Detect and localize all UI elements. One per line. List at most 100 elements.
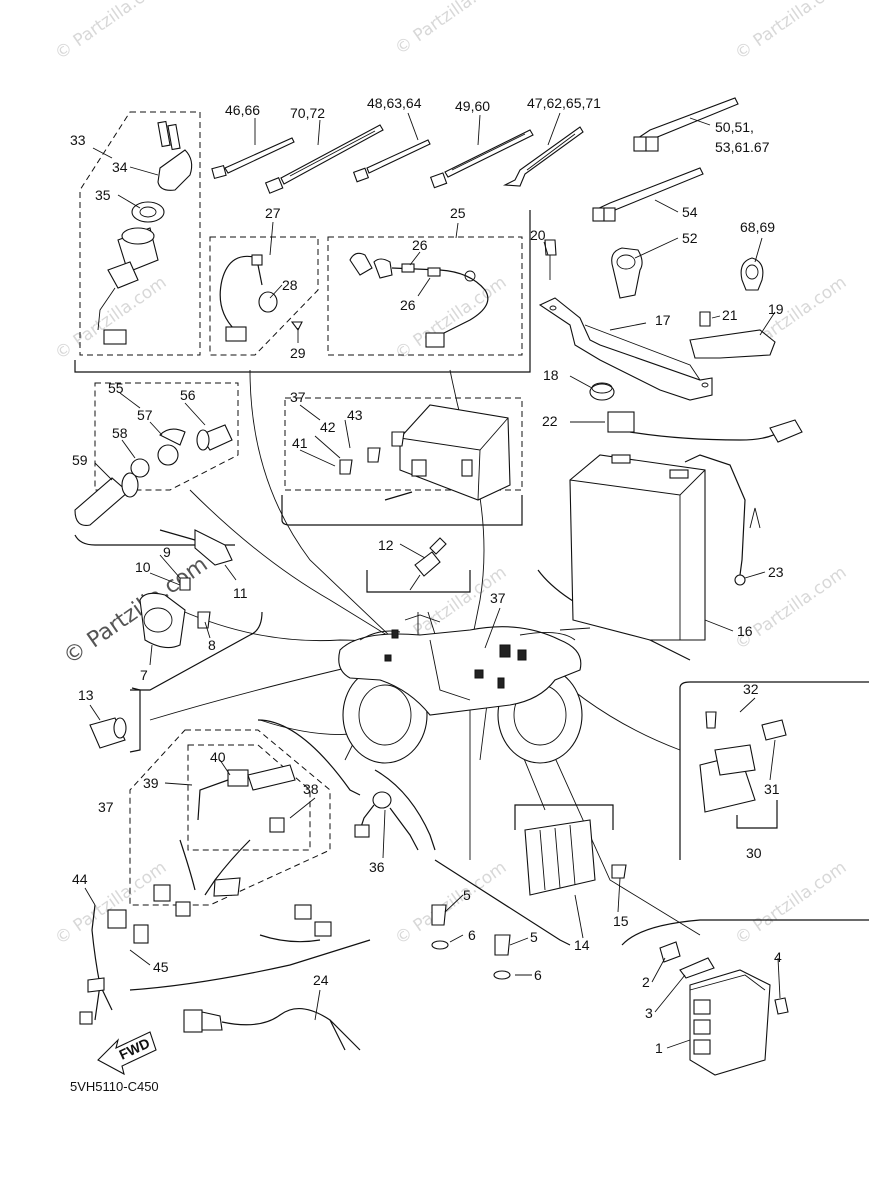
callout-41: 41 <box>292 435 308 451</box>
starter-relay <box>699 711 787 829</box>
callout-53-61-67: 53,61.67 <box>715 139 770 155</box>
watermark: © Partzilla.com <box>731 562 850 654</box>
callout-4: 4 <box>774 949 782 965</box>
callout-45: 45 <box>153 959 169 975</box>
wire-harness-25 <box>349 252 489 348</box>
clamp-52 <box>611 247 643 299</box>
watermark: © Partzilla.com <box>731 0 850 64</box>
handlebar-parts <box>74 424 233 526</box>
watermark: © Partzilla.com <box>391 272 510 364</box>
callout-11: 11 <box>233 585 248 601</box>
callout-31: 31 <box>764 781 780 797</box>
fuse-box <box>339 404 511 501</box>
callout-12: 12 <box>378 537 394 553</box>
clamp-68-69 <box>740 257 764 291</box>
callout-47-62-65-71: 47,62,65,71 <box>527 95 601 111</box>
callout-26: 26 <box>400 297 416 313</box>
callout-44: 44 <box>72 871 88 887</box>
callout-2: 2 <box>642 974 650 990</box>
callout-38: 38 <box>303 781 319 797</box>
callout-35: 35 <box>95 187 111 203</box>
callout-50-51: 50,51, <box>715 119 754 135</box>
callout-37: 37 <box>98 799 114 815</box>
diagram-code: 5VH5110-C450 <box>70 1079 159 1094</box>
battery-16 <box>569 411 803 641</box>
callout-1: 1 <box>655 1040 663 1056</box>
cable-36 <box>354 791 419 851</box>
callout-6: 6 <box>534 967 542 983</box>
callout-70-72: 70,72 <box>290 105 325 121</box>
callout-20: 20 <box>530 227 546 243</box>
callout-14: 14 <box>574 937 590 953</box>
callout-5: 5 <box>463 887 471 903</box>
watermark: © Partzilla.com <box>51 857 170 949</box>
sensor-13 <box>89 717 127 749</box>
callout-18: 18 <box>543 367 559 383</box>
group-boundaries <box>79 111 523 906</box>
wire-harness-24 <box>79 904 361 1051</box>
strap-54 <box>592 167 704 222</box>
callout-17: 17 <box>655 312 671 328</box>
tie-49-60 <box>429 129 534 189</box>
watermark: © Partzilla.com <box>391 857 510 949</box>
callout-48-63-64: 48,63,64 <box>367 95 422 111</box>
watermark: © Partzilla.com <box>731 857 850 949</box>
callout-13: 13 <box>78 687 94 703</box>
cable-ties <box>211 97 764 299</box>
callout-27: 27 <box>265 205 281 221</box>
callout-39: 39 <box>143 775 159 791</box>
callout-33: 33 <box>70 132 86 148</box>
spark-plug <box>409 537 447 591</box>
callout-22: 22 <box>542 413 558 429</box>
callout-57: 57 <box>137 407 153 423</box>
callout-54: 54 <box>682 204 698 220</box>
callout-6: 6 <box>468 927 476 943</box>
callout-58: 58 <box>112 425 128 441</box>
callout-9: 9 <box>163 544 171 560</box>
callout-labels: 33 34 35 46,66 70,72 48,63,64 49,60 47,6… <box>70 95 784 1056</box>
callout-28: 28 <box>282 277 298 293</box>
tie-46-66 <box>211 137 295 180</box>
atv-vehicle <box>338 614 591 764</box>
callout-23: 23 <box>768 564 784 580</box>
ignition-coil <box>139 529 233 649</box>
callout-8: 8 <box>208 637 216 653</box>
callout-59: 59 <box>72 452 88 468</box>
callout-21: 21 <box>722 307 738 323</box>
callout-55: 55 <box>108 380 124 396</box>
callout-25: 25 <box>450 205 466 221</box>
callout-29: 29 <box>290 345 306 361</box>
callout-46-66: 46,66 <box>225 102 260 118</box>
callout-15: 15 <box>613 913 629 929</box>
strap-50 <box>633 97 739 152</box>
callout-42: 42 <box>320 419 336 435</box>
callout-leaders <box>84 112 781 1049</box>
outline-curves <box>74 210 869 991</box>
callout-49-60: 49,60 <box>455 98 490 114</box>
tie-47-62-65-71 <box>502 126 584 187</box>
callout-19: 19 <box>768 301 784 317</box>
lead-wire-27 <box>219 254 303 342</box>
main-switch-assembly <box>97 120 193 345</box>
tie-70-72 <box>264 124 384 194</box>
battery-bracket <box>538 239 776 401</box>
callout-68-69: 68,69 <box>740 219 775 235</box>
callout-52: 52 <box>682 230 698 246</box>
callout-3: 3 <box>645 1005 653 1021</box>
callout-40: 40 <box>210 749 226 765</box>
callout-37: 37 <box>290 389 306 405</box>
callout-37: 37 <box>490 590 506 606</box>
callout-5: 5 <box>530 929 538 945</box>
callout-7: 7 <box>140 667 148 683</box>
callout-43: 43 <box>347 407 363 423</box>
rectifier <box>431 819 627 980</box>
callout-36: 36 <box>369 859 385 875</box>
callout-24: 24 <box>313 972 329 988</box>
callout-30: 30 <box>746 845 762 861</box>
wire-harness-lower <box>153 764 332 943</box>
callout-34: 34 <box>112 159 128 175</box>
watermark: © Partzilla.com <box>391 0 510 59</box>
callout-32: 32 <box>743 681 759 697</box>
